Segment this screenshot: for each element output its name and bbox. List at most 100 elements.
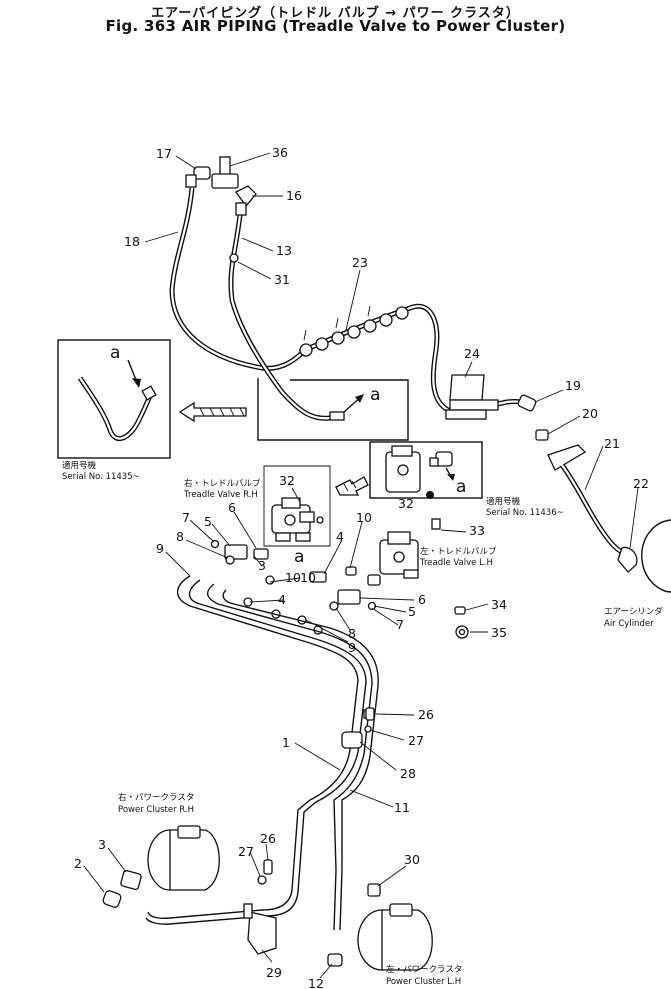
- treadle-lh-jp: 左・トレドルバルブ: [420, 546, 497, 557]
- callout-23: 23: [352, 255, 368, 270]
- detail-box-main: [257, 378, 409, 441]
- callout-9-right: 9: [348, 640, 356, 655]
- detail-letter-right: a: [456, 477, 466, 497]
- nut-19: [517, 394, 537, 412]
- callout-17: 17: [156, 146, 172, 161]
- treadle-rh-en: Treadle Valve R.H: [183, 490, 258, 500]
- nut-30: [367, 883, 381, 897]
- figure-title-english: Fig. 363 AIR PIPING (Treadle Valve to Po…: [105, 17, 566, 35]
- callout-9-left: 9: [156, 541, 164, 556]
- figure-title-japanese: エアーパイピング（トレドル バルブ → パワー クラスタ）: [151, 6, 520, 21]
- callout-36: 36: [272, 145, 288, 160]
- washer-27-lower: [257, 875, 267, 885]
- power-cluster-lh-jp: 左・パワークラスタ: [386, 964, 462, 975]
- callout-34: 34: [491, 597, 507, 612]
- detail-letter-left: a: [110, 343, 120, 363]
- treadle-valve-rh: [263, 465, 331, 547]
- callout-16: 16: [286, 188, 302, 203]
- callout-3-mid: 3: [258, 558, 266, 573]
- elbow-2: [102, 890, 122, 908]
- callout-19: 19: [565, 378, 581, 393]
- callout-6-right: 6: [418, 592, 426, 607]
- detail-view-left: [57, 339, 171, 459]
- air-cylinder-en: Air Cylinder: [604, 619, 654, 629]
- callout-4-mid: 4: [278, 592, 286, 607]
- bracket-29: [243, 903, 277, 955]
- serial-left-en: Serial No. 11435~: [62, 472, 140, 482]
- callout-32-upper: 32: [279, 473, 295, 488]
- callout-5-left: 5: [204, 514, 212, 529]
- callout-10-upper: 10: [356, 510, 372, 525]
- callout-3-lower: 3: [98, 837, 106, 852]
- callout-6-left: 6: [228, 500, 236, 515]
- treadle-rh-jp: 右・トレドルバルブ: [184, 478, 261, 489]
- callout-4-upper: 4: [336, 529, 344, 544]
- callout-8-right: 8: [348, 626, 356, 641]
- detail-view-right: [369, 441, 483, 499]
- air-hose-main: [299, 303, 521, 415]
- callout-28: 28: [400, 766, 416, 781]
- hose-clamp-23: [299, 305, 409, 357]
- callout-7-left: 7: [182, 510, 190, 525]
- air-cylinder-jp: エアーシリンダ: [604, 606, 663, 617]
- callout-7-right: 7: [396, 617, 404, 632]
- nut-20: [535, 429, 549, 441]
- air-hose-18: [169, 187, 307, 371]
- serial-left-jp: 適用号機: [62, 460, 97, 471]
- bracket-air-cylinder: [547, 444, 587, 471]
- callout-20: 20: [582, 406, 598, 421]
- callout-35: 35: [491, 625, 507, 640]
- air-hose-21: [559, 463, 624, 555]
- air-cylinder: [641, 519, 671, 593]
- treadle-valve-lh: [379, 518, 441, 579]
- bracket-24: [445, 374, 499, 420]
- callout-29: 29: [266, 965, 282, 980]
- serial-right-en: Serial No. 11436~: [486, 508, 564, 518]
- elbow-fitting-16: [235, 185, 257, 216]
- callout-12: 12: [308, 976, 324, 989]
- callout-30: 30: [404, 852, 420, 867]
- detail-letter-main: a: [370, 385, 380, 405]
- detail-letter-rh: a: [294, 547, 304, 567]
- fitting-12: [327, 953, 343, 967]
- power-cluster-lh-en: Power Cluster L.H: [386, 977, 461, 987]
- callout-8-left: 8: [176, 529, 184, 544]
- callout-26-upper: 26: [418, 707, 434, 722]
- callout-10-mid: 10: [285, 570, 301, 585]
- arrow-to-detail-left: [178, 401, 247, 423]
- fittings-cluster: [210, 539, 469, 639]
- callout-32-right: 32: [398, 496, 414, 511]
- callout-21: 21: [604, 436, 620, 451]
- callout-10-lower: 10: [300, 570, 316, 585]
- callout-26-lower: 26: [260, 831, 276, 846]
- callout-2: 2: [74, 856, 82, 871]
- arrow-to-detail-right: [335, 476, 369, 496]
- air-pipe-bundle: [145, 575, 379, 931]
- callout-11: 11: [394, 800, 410, 815]
- callout-31: 31: [274, 272, 290, 287]
- callout-27-lower: 27: [238, 844, 254, 859]
- callout-27-upper: 27: [408, 733, 424, 748]
- callout-13: 13: [276, 243, 292, 258]
- elbow-fitting-17: [185, 166, 211, 188]
- fitting-3: [120, 869, 142, 891]
- callout-numbers: 17 36 16 18 13 31 23 24 19 20 21 22 32 3…: [74, 145, 649, 989]
- clip-31: [229, 253, 239, 263]
- elbow-fitting-22: [617, 546, 638, 573]
- part-labels: 適用号機 Serial No. 11435~ 適用号機 Serial No. 1…: [62, 460, 663, 987]
- callout-33: 33: [469, 523, 485, 538]
- detail-letters: a a a a: [110, 343, 466, 567]
- callout-22: 22: [633, 476, 649, 491]
- callout-5-right: 5: [408, 604, 416, 619]
- power-cluster-rh-jp: 右・パワークラスタ: [118, 792, 194, 803]
- serial-right-jp: 適用号機: [486, 496, 521, 507]
- power-cluster-lh: [357, 903, 433, 971]
- treadle-lh-en: Treadle Valve L.H: [419, 558, 493, 568]
- leader-lines: [83, 152, 639, 979]
- callout-18: 18: [124, 234, 140, 249]
- power-cluster-rh-en: Power Cluster R.H: [118, 805, 194, 815]
- callout-24: 24: [464, 346, 480, 361]
- power-cluster-rh: [147, 825, 220, 891]
- bolt-26-upper: [365, 707, 375, 721]
